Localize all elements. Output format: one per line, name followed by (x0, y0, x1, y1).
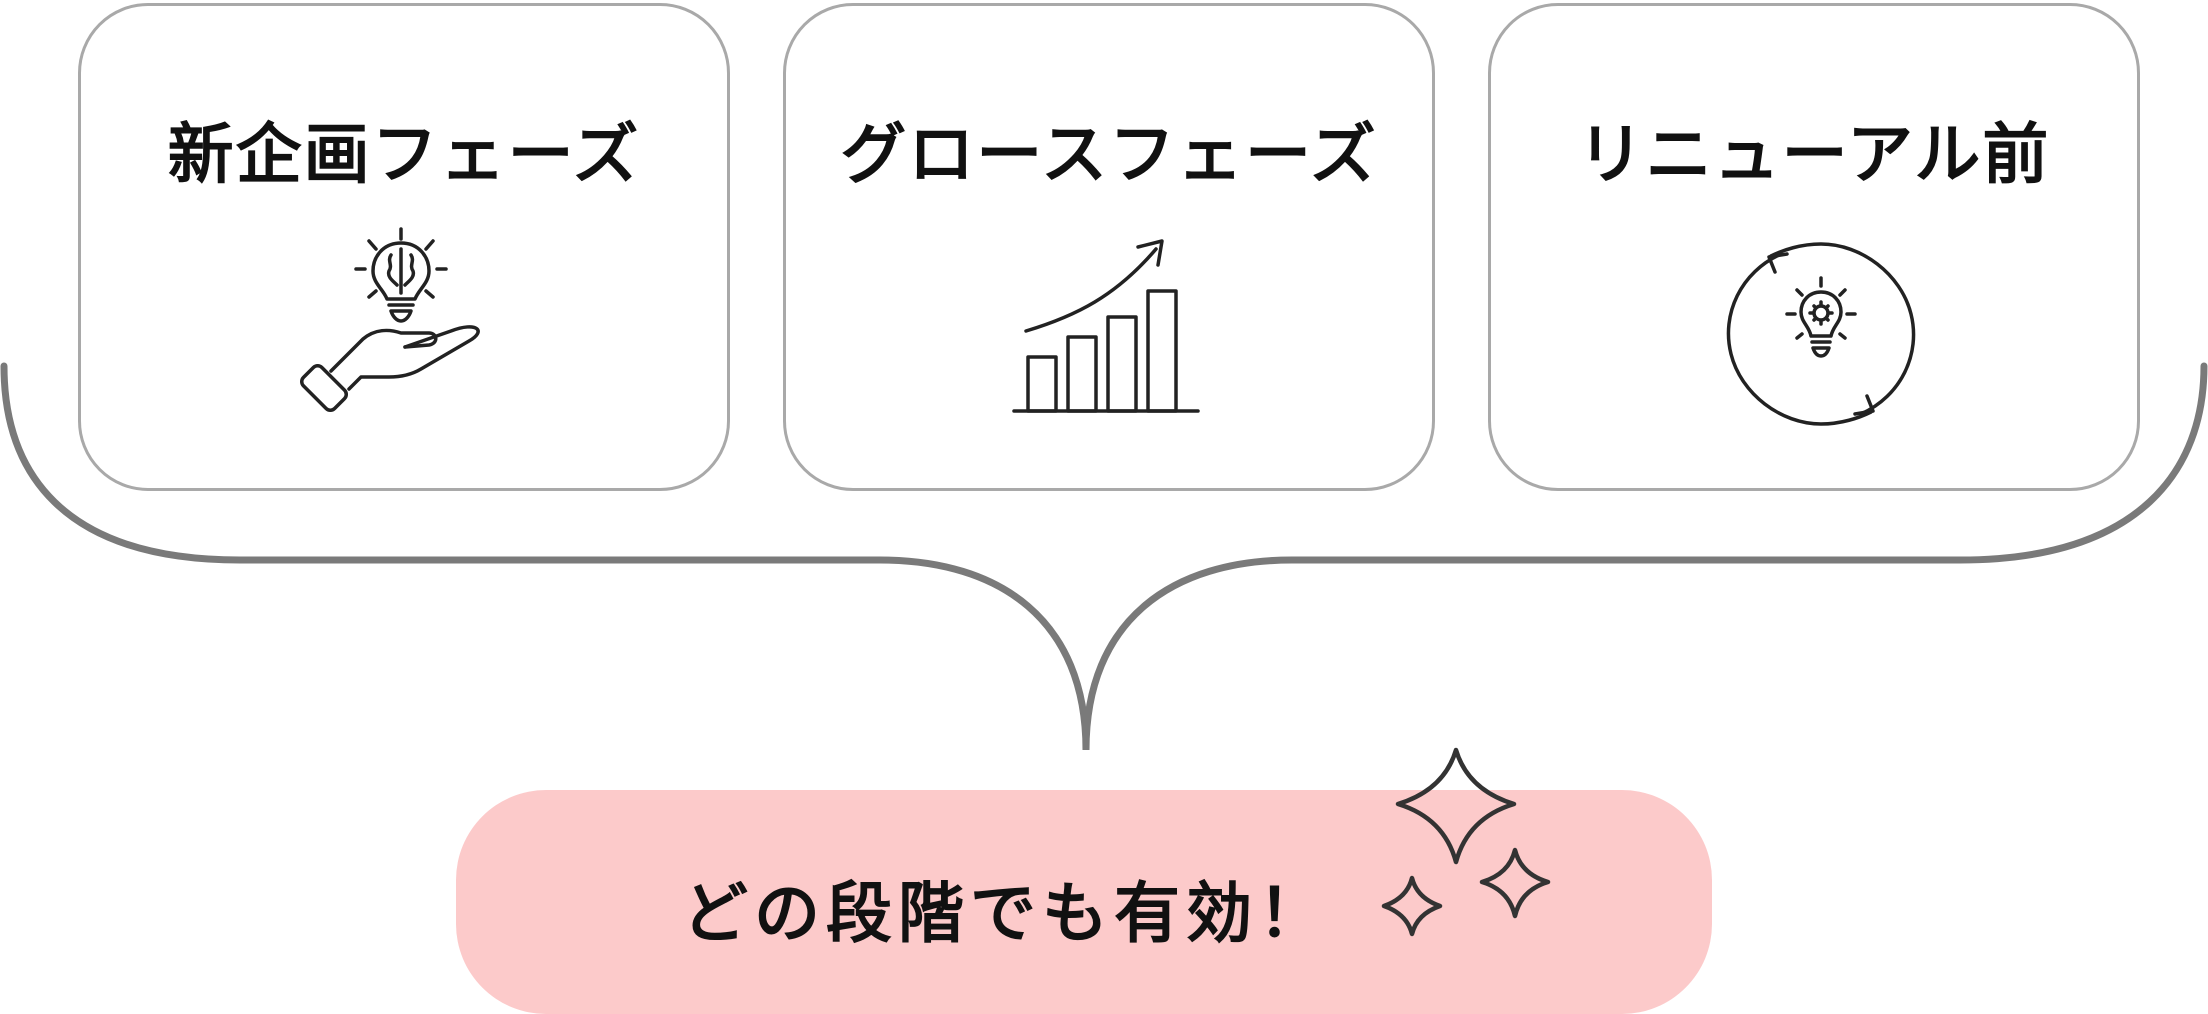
phase-card-before-renewal: リニューアル前 (1488, 3, 2140, 491)
idea-in-hand-icon (299, 221, 501, 425)
phase-title: グロースフェーズ (840, 116, 1378, 193)
result-label: どの段階でも有効！ (682, 875, 1330, 952)
sparkle-icon (1381, 875, 1443, 937)
renewal-idea-icon (1721, 234, 1921, 438)
phase-title: 新企画フェーズ (167, 116, 641, 193)
phase-card-growth: グロースフェーズ (783, 3, 1435, 491)
phase-card-new-planning: 新企画フェーズ (78, 3, 730, 491)
phase-title: リニューアル前 (1577, 116, 2051, 193)
sparkle-icon (1395, 747, 1517, 865)
growth-chart-icon (1006, 221, 1206, 425)
sparkle-icon (1479, 847, 1551, 919)
result-banner: どの段階でも有効！ (456, 790, 1712, 1014)
